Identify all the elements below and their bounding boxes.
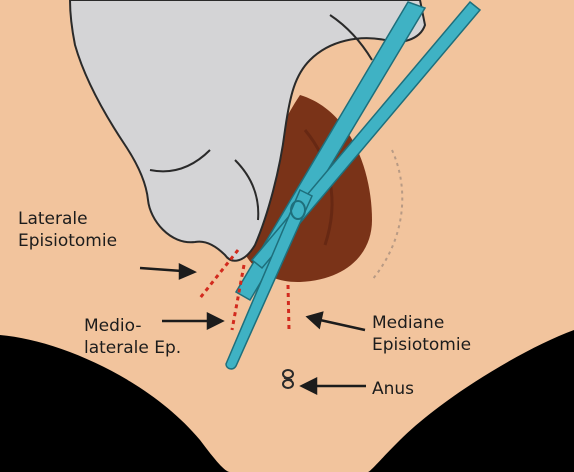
lateral-label-line1: Laterale <box>18 208 117 230</box>
medio-label-line2: laterale Ep. <box>84 337 181 359</box>
anus-label: Anus <box>372 378 414 400</box>
median-label-line2: Episiotomie <box>372 334 471 356</box>
median-episiotomy-label: Mediane Episiotomie <box>372 312 471 356</box>
median-label-line1: Mediane <box>372 312 471 334</box>
lateral-label-line2: Episiotomie <box>18 230 117 252</box>
mediolateral-episiotomy-label: Medio- laterale Ep. <box>84 315 181 359</box>
medio-label-line1: Medio- <box>84 315 181 337</box>
lateral-episiotomy-label: Laterale Episiotomie <box>18 208 117 252</box>
